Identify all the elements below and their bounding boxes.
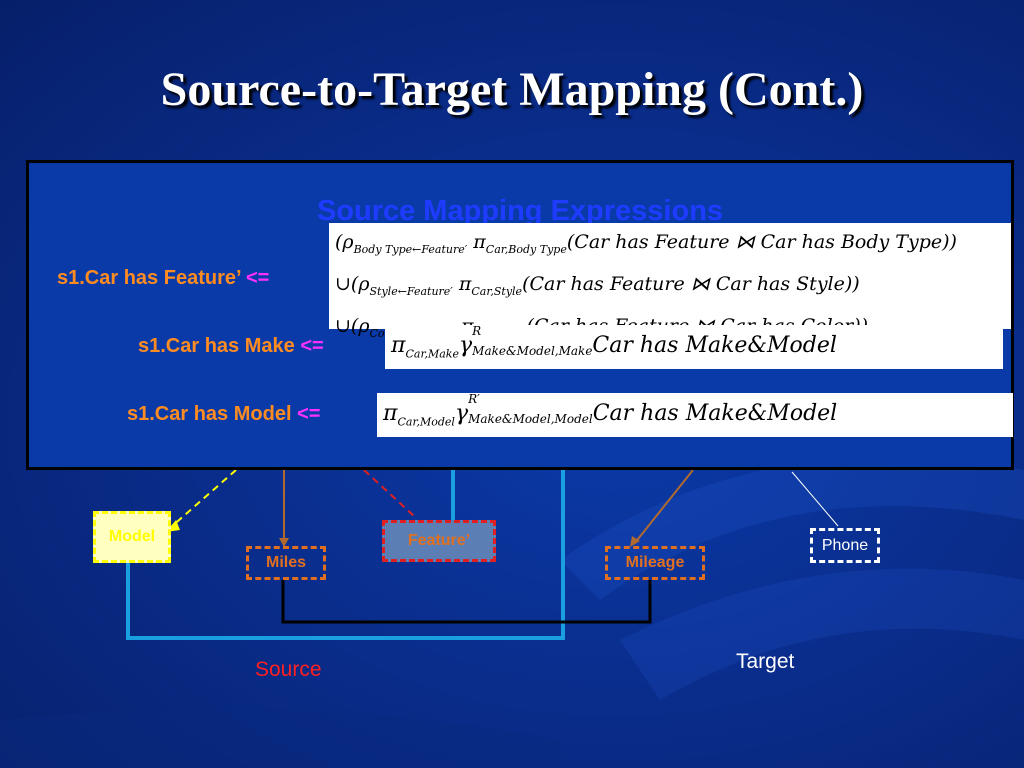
mapping-arrow: <= bbox=[246, 267, 270, 289]
source-tree bbox=[126, 470, 565, 640]
mileage-node: Mileage bbox=[605, 546, 705, 580]
model-mapping-lhs: s1.Car has Model <= bbox=[127, 403, 320, 426]
miles-arrowhead bbox=[279, 538, 289, 547]
panel-heading: Source Mapping Expressions bbox=[316, 195, 724, 223]
miles-node: Miles bbox=[246, 546, 326, 580]
target-tree bbox=[281, 580, 652, 624]
phone-mapping-line bbox=[791, 471, 839, 527]
feature-mapping-expression: (ρBody Type←Feature′ πCar,Body Type(Car … bbox=[329, 223, 1011, 339]
lhs-text: s1.Car has Model bbox=[127, 403, 292, 425]
lhs-text: s1.Car has Feature’ bbox=[57, 267, 241, 289]
source-label: Source bbox=[255, 658, 322, 681]
mileage-arrowhead bbox=[630, 536, 640, 547]
mileage-mapping-line bbox=[633, 469, 694, 545]
mapping-arrow: <= bbox=[300, 335, 324, 357]
feature-node: Feature’ bbox=[382, 520, 496, 562]
lhs-text: s1.Car has Make bbox=[138, 335, 295, 357]
feature-mapping-line bbox=[363, 469, 415, 517]
expression-line: (ρBody Type←Feature′ πCar,Body Type(Car … bbox=[335, 231, 957, 256]
mapping-arrow: <= bbox=[297, 403, 321, 425]
phone-node: Phone bbox=[810, 528, 880, 563]
expression-line: ∪(ρStyle←Feature′ πCar,Style(Car has Fea… bbox=[335, 272, 860, 298]
feature-mapping-lhs: s1.Car has Feature’ <= bbox=[57, 267, 269, 290]
model-node: Model bbox=[93, 511, 171, 563]
make-mapping-lhs: s1.Car has Make <= bbox=[138, 335, 324, 358]
mapping-expressions-panel: Source Mapping Expressions s1.Car has Fe… bbox=[26, 160, 1014, 470]
slide-title: Source-to-Target Mapping (Cont.) bbox=[160, 63, 864, 116]
model-mapping-line bbox=[169, 469, 237, 529]
target-label: Target bbox=[736, 650, 795, 673]
